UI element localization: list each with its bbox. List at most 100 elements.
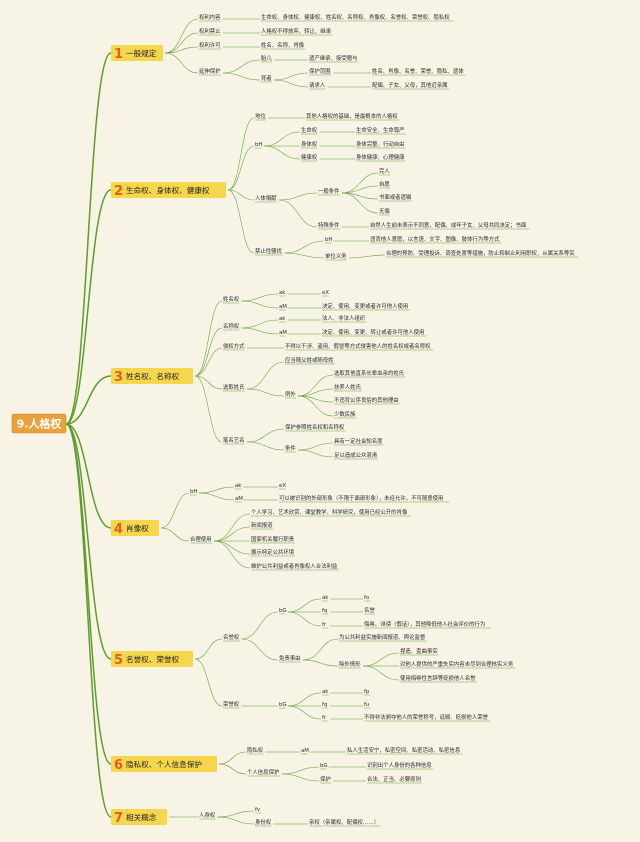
node-s2_c1: 一般条件: [318, 187, 340, 195]
node-s5_a: 名誉权: [223, 633, 240, 641]
node-s6_a1a: 私人生活安宁，私密空间、私密活动、私密信息: [347, 746, 461, 754]
section-number: 2: [114, 184, 123, 199]
node-s3_d2d: 少数民族: [334, 410, 356, 418]
node-s3_e: 笔名艺名: [223, 436, 245, 444]
node-s6_b1: bG: [320, 763, 328, 769]
node-s2_c1a: 完人: [379, 167, 390, 175]
section-number: 7: [114, 811, 123, 826]
node-s5_b1b1: fu: [364, 702, 369, 708]
node-s7_a2: 身份权: [255, 818, 272, 826]
node-s2_b3a: 身体健康、心理健康: [356, 153, 405, 161]
node-s2_c1b: 自愿: [379, 180, 390, 188]
section-box: [111, 756, 217, 772]
section-number: 6: [114, 758, 123, 773]
section-title: 一般规定: [126, 48, 157, 58]
node-s5_a2b: 除外情形: [339, 660, 361, 668]
node-s7_a1: fv: [255, 807, 261, 813]
node-s6_a1: aM: [301, 748, 309, 754]
root-box: [11, 413, 67, 434]
node-s2_d: 禁止性骚扰: [255, 247, 283, 255]
node-s1_b1: 人格权不得放弃、转让、继承: [261, 27, 332, 35]
section-number: 4: [114, 522, 123, 537]
node-s2_b1a: 生命安全、生命尊严: [356, 126, 405, 134]
node-s3_a: 姓名权: [223, 295, 240, 303]
node-s4_a2: aM: [235, 496, 243, 502]
node-s4_b: 合理使用: [190, 535, 212, 543]
node-s3_d2b: 扶养人姓氏: [334, 383, 362, 391]
node-s4_b4: 展示特定公共环境: [251, 548, 295, 556]
node-s2_b2: 身体权: [301, 140, 318, 148]
section-title: 名誉权、荣誉权: [126, 654, 180, 664]
node-s5_a1c1: 侮辱、诽谤（假话），其他降低他人社会评价的行为: [364, 620, 485, 628]
node-s5_a2a: 为公共利益实施新闻报道、舆论监督: [339, 633, 426, 641]
node-s2_d2: 单位义务: [325, 252, 347, 260]
section-box: [111, 651, 193, 667]
node-s2_a: 地位: [255, 112, 266, 120]
node-s5_b1: bG: [279, 702, 287, 708]
node-s4_b1: 个人学习、艺术欣赏、课堂教学、科学研究，使用已经公开的肖像: [251, 508, 408, 516]
section-title: 肖像权: [126, 523, 149, 533]
section-title: 隐私权、个人信息保护: [126, 759, 202, 769]
section-box: [111, 45, 163, 61]
node-s5_b1a: ak: [322, 689, 329, 695]
root-node[interactable]: 9.人格权: [11, 413, 67, 434]
node-s5_a1: bG: [279, 608, 287, 614]
node-s1_d1a: 遗产继承、接受赠与: [309, 54, 358, 62]
node-s5_a2b3: 使用侮辱性言辞等贬损他人名誉: [400, 674, 476, 682]
node-s5_a1b: fq: [322, 608, 327, 614]
section-number: 3: [114, 370, 123, 385]
node-s2_d1a: 违背他人意愿，以言语、文字、图像、肢体行为等方式: [370, 235, 500, 243]
node-s2_c1d: 无偿: [379, 207, 390, 215]
node-s4_b2: 新闻报道: [251, 521, 273, 529]
section-number: 5: [114, 653, 123, 668]
node-s1_d2b: 请求人: [309, 81, 326, 89]
section-title: 相关概念: [126, 812, 157, 822]
node-s3_e2: 条件: [285, 444, 296, 452]
node-s4_b5: 维护公共利益或者肖像权人合法利益: [251, 562, 338, 570]
node-s1_c: 权利许可: [199, 41, 221, 49]
node-s2_d2a: 合理的预防、受理投诉、调查处置等措施，防止和制止利用职权、从属关系等实: [386, 249, 575, 257]
node-s3_d: 选取姓氏: [223, 383, 245, 391]
node-s5_a1a1: fo: [364, 595, 369, 601]
node-s6_b1a: 识别出个人身份的各种信息: [367, 761, 432, 769]
main-branch: [65, 375, 112, 425]
node-s1_a: 权利内容: [199, 13, 221, 21]
node-s3_d2a: 选取其他直系长辈血亲的姓氏: [334, 369, 405, 377]
node-s1_b: 权利禁止: [199, 27, 221, 35]
node-s3_b2: aM: [279, 330, 287, 336]
root-label: 9.人格权: [17, 417, 63, 431]
node-s5_a1b1: 名誉: [364, 606, 375, 614]
node-s3_e2a: 具有一定社会知名度: [334, 437, 383, 445]
section-box: [111, 368, 193, 384]
node-s3_b1a: 法人、非法人组织: [322, 314, 366, 322]
node-s1_d2a: 保护范围: [309, 67, 331, 75]
node-s2_c2: 特殊条件: [318, 221, 340, 229]
node-s3_e2b: 足以造成公众混淆: [334, 451, 378, 459]
node-s5_a2: 免责事由: [279, 654, 301, 662]
section-box: [111, 182, 226, 198]
node-s5_b1c1: 不得非法剥夺他人的荣誉称号，诋毁、贬损他人荣誉: [364, 713, 489, 721]
node-s4_a: bH: [190, 489, 197, 495]
node-s2_c2a: 自然人生前未表示不同意，配偶、成年子女、父母共同决定；书面: [370, 221, 527, 229]
node-s4_a1: ak: [235, 483, 242, 489]
node-s1_d2: 死者: [261, 74, 272, 82]
node-s5_a2b1: 捏造、歪曲事实: [400, 647, 438, 655]
node-s1_d1: 胎儿: [261, 54, 272, 62]
node-s3_b: 名称权: [223, 322, 240, 330]
node-s4_a2a: 可以被识别的外部形象（不限于面部形象），未经允许，不可随意使用: [279, 494, 443, 502]
section-title: 生命权、身体权、健康权: [126, 185, 210, 195]
node-s5_b1c: fr: [322, 715, 327, 721]
node-s2_a1: 其他人格权的基础，是最根本的人格权: [306, 112, 398, 120]
main-branch: [65, 423, 112, 660]
node-s3_d2: 例外: [285, 390, 296, 398]
node-s3_c: 侵权方式: [223, 342, 245, 350]
node-s6_b: 个人信息保护: [247, 768, 279, 776]
